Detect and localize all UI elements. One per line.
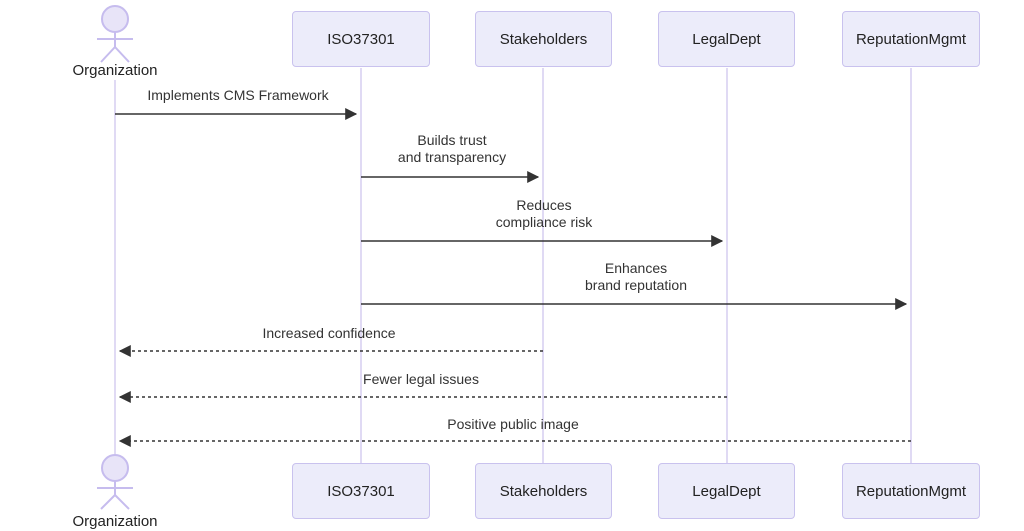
actor-figure-bottom: [97, 454, 133, 510]
participant-box-iso37301-top: ISO37301: [292, 11, 430, 67]
message-label-increased-confidence: Increased confidence: [262, 325, 396, 341]
participant-box-stakeholders-top: Stakeholders: [475, 11, 612, 67]
message-label-implements-cms: Implements CMS Framework: [147, 87, 329, 103]
participant-box-reputationmgmt-top: ReputationMgmt: [842, 11, 980, 67]
actor-head: [101, 454, 129, 482]
participant-box-iso37301-bottom: ISO37301: [292, 463, 430, 519]
message-label-reduces-risk: Reduces compliance risk: [495, 197, 593, 230]
actor-label-organization-bottom: Organization: [72, 513, 158, 530]
message-label-builds-trust: Builds trust and transparency: [397, 132, 507, 165]
actor-figure-top: [97, 5, 133, 63]
message-arrows: [115, 108, 911, 447]
actor-head: [101, 5, 129, 33]
participant-box-stakeholders-bottom: Stakeholders: [475, 463, 612, 519]
participant-box-reputationmgmt-bottom: ReputationMgmt: [842, 463, 980, 519]
participant-box-legaldept-top: LegalDept: [658, 11, 795, 67]
lifelines: [114, 68, 912, 463]
actor-label-organization-top: Organization: [72, 62, 158, 79]
participant-box-legaldept-bottom: LegalDept: [658, 463, 795, 519]
message-label-positive-image: Positive public image: [447, 416, 579, 432]
message-label-fewer-legal-issues: Fewer legal issues: [363, 371, 479, 387]
message-label-enhances-brand: Enhances brand reputation: [585, 260, 687, 293]
